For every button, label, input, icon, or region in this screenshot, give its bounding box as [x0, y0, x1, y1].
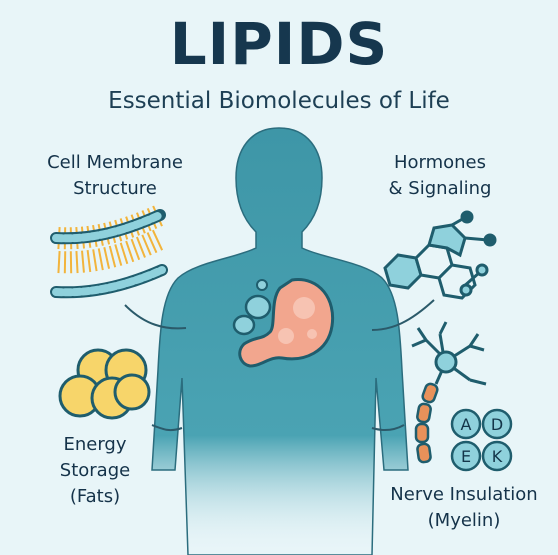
hormones-label-line1: Hormones: [393, 152, 487, 173]
vitamin-k-label: K: [492, 447, 503, 466]
page-subtitle: Essential Biomolecules of Life: [108, 88, 450, 114]
page-title: LIPIDS: [169, 10, 389, 78]
vitamin-badges: A D E K: [450, 408, 513, 472]
fat-globules-icon: [58, 348, 151, 420]
energy-storage-label: Energy Storage (Fats): [20, 432, 170, 510]
vitamin-e-label: E: [461, 447, 471, 466]
connector-lines: [124, 299, 435, 432]
nerve-label-line1: Nerve Insulation: [390, 484, 538, 505]
energy-label-line1: Energy: [63, 434, 127, 455]
neuron-myelin-icon: [411, 321, 487, 464]
cell-membrane-label-line1: Cell Membrane: [47, 152, 183, 173]
cell-membrane-icon: [50, 204, 168, 299]
fat-droplets-inside: [232, 279, 272, 336]
nerve-label-line2: (Myelin): [427, 510, 501, 531]
nerve-insulation-label: Nerve Insulation (Myelin): [372, 482, 556, 534]
energy-label-line2: Storage: [59, 460, 131, 481]
vitamin-a-label: A: [461, 415, 472, 434]
steroid-molecule-icon: [383, 210, 497, 300]
cell-membrane-label-line2: Structure: [73, 178, 157, 199]
cell-membrane-label: Cell Membrane Structure: [20, 150, 210, 202]
energy-label-line3: (Fats): [69, 486, 121, 507]
stomach-organ: [238, 278, 335, 368]
hormones-label-line2: & Signaling: [388, 178, 492, 199]
vitamin-d-label: D: [491, 415, 503, 434]
hormones-label: Hormones & Signaling: [350, 150, 530, 202]
